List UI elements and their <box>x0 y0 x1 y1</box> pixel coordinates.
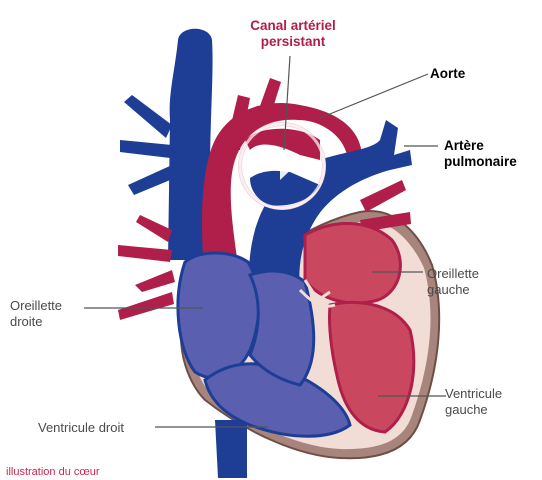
pda-magnifier <box>240 124 324 208</box>
left-atrium <box>305 224 400 304</box>
left-ventricle-label: Ventricule gauche <box>445 386 515 418</box>
aorta-label: Aorte <box>430 66 465 82</box>
right-pulmonary-veins <box>118 215 175 320</box>
pulmonary-artery-label: Artère pulmonaire <box>444 138 534 170</box>
inferior-vena-cava <box>215 420 247 478</box>
right-atrium-label: Oreillette droite <box>10 298 82 330</box>
pda-label: Canal artériel persistant <box>238 18 348 50</box>
left-atrium-label: Oreillette gauche <box>427 266 497 298</box>
right-atrium <box>178 253 259 378</box>
aorta-leader <box>320 74 428 118</box>
caption: illustration du cœur <box>6 466 100 478</box>
pulmonary-branches-left <box>120 95 175 195</box>
right-ventricle-label: Ventricule droit <box>38 420 124 436</box>
